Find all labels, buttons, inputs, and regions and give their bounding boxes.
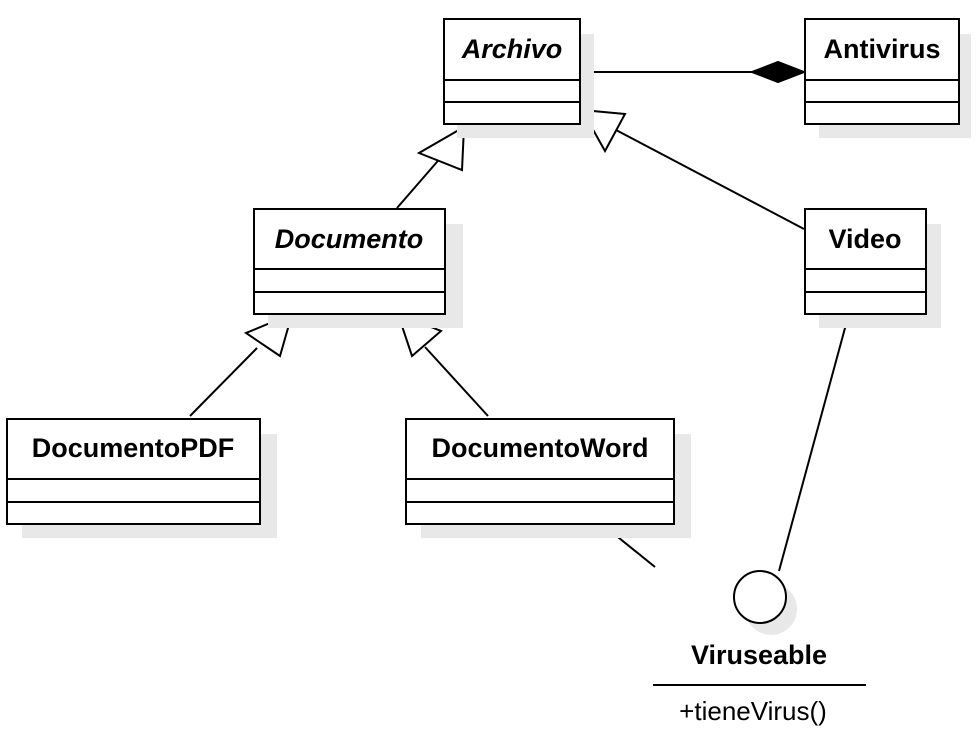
composition-diamond: [749, 60, 807, 84]
edge-video-viruseable: [778, 316, 849, 572]
class-antivirus-name: Antivirus: [823, 34, 940, 64]
interface-lollipop-circle: [733, 570, 787, 624]
generalization-arrow-archivo-left: [416, 125, 466, 172]
class-documento-word[interactable]: DocumentoWord: [405, 418, 691, 538]
edge-pdf-documento: [189, 347, 258, 417]
interface-viruseable[interactable]: Viruseable +tieneVirus(): [653, 570, 866, 726]
edge-documento-archivo: [396, 154, 444, 209]
edge-word-documento: [424, 346, 489, 417]
class-archivo-name: Archivo: [461, 34, 563, 64]
class-documento-word-name: DocumentoWord: [432, 433, 649, 463]
interface-viruseable-name: Viruseable: [691, 640, 827, 670]
class-documento-name: Documento: [275, 224, 424, 254]
class-video-name: Video: [828, 224, 901, 254]
class-antivirus[interactable]: Antivirus: [804, 18, 971, 138]
interface-operation: +tieneVirus(): [679, 696, 827, 726]
class-documento-pdf-name: DocumentoPDF: [32, 433, 235, 463]
class-video[interactable]: Video: [804, 208, 941, 328]
class-archivo[interactable]: Archivo: [443, 18, 594, 138]
edge-video-archivo: [615, 129, 805, 230]
class-documento-pdf[interactable]: DocumentoPDF: [6, 418, 277, 538]
class-documento[interactable]: Documento: [253, 208, 463, 328]
